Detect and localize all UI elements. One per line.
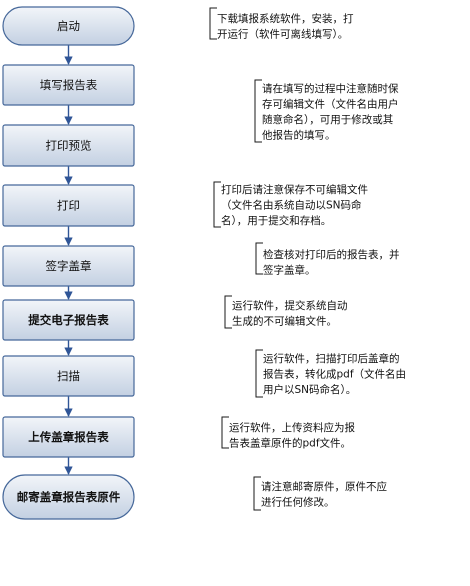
note-bracket	[213, 181, 221, 228]
note-bracket	[253, 476, 261, 511]
step-upload-box	[2, 416, 135, 458]
step-sign-box	[2, 245, 135, 287]
note-line: 名），用于提交和存档。	[221, 214, 331, 227]
note-bracket	[224, 295, 232, 329]
step-scan-label: 扫描	[57, 369, 80, 383]
step-submit-label: 提交电子报告表	[28, 313, 109, 327]
step-upload: 上传盖章报告表	[2, 416, 135, 458]
flow-steps: 启动填写报告表打印预览打印签字盖章提交电子报告表扫描上传盖章报告表邮寄盖章报告表…	[2, 6, 135, 520]
step-mail-label: 邮寄盖章报告表原件	[17, 490, 121, 504]
step-print-box	[2, 184, 135, 227]
step-fill-box	[2, 64, 135, 106]
note-bracket	[255, 242, 263, 275]
step-start-label: 启动	[57, 19, 80, 33]
step-scan: 扫描	[2, 355, 135, 397]
note-line: 他报告的填写。	[262, 129, 336, 142]
note-line: 运行软件，上传资料应为报	[229, 421, 355, 434]
note-line: 签字盖章。	[263, 264, 316, 277]
note-line: 请注意邮寄原件，原件不应	[261, 480, 387, 493]
step-scan-box	[2, 355, 135, 397]
note-line: 告表盖章原件的pdf文件。	[229, 437, 351, 450]
note-bracket	[221, 416, 229, 449]
note-bracket	[254, 79, 262, 143]
step-preview-box	[2, 124, 135, 167]
step-sign-label: 签字盖章	[46, 259, 92, 273]
note-line: 生成的不可编辑文件。	[232, 315, 337, 328]
step-start-box	[2, 6, 135, 46]
note-line: 检查核对打印后的报告表，并	[263, 248, 400, 261]
step-print-label: 打印	[57, 199, 80, 213]
note-line: （文件名由系统自动以SN码命	[221, 199, 362, 212]
step-sign: 签字盖章	[2, 245, 135, 287]
note-line: 开运行（软件可离线填写）。	[217, 28, 348, 41]
step-submit-box	[2, 299, 135, 341]
step-start: 启动	[2, 6, 135, 46]
note-line: 用户以SN码命名）。	[263, 383, 356, 396]
step-print: 打印	[2, 184, 135, 227]
step-mail-box	[2, 474, 135, 520]
note-line: 请在填写的过程中注意随时保	[262, 82, 399, 95]
note-line: 运行软件，扫描打印后盖章的	[263, 352, 400, 365]
step-preview: 打印预览	[2, 124, 135, 167]
note-line: 随意命名），可用于修改或其	[262, 113, 393, 126]
step-fill-label: 填写报告表	[40, 78, 98, 92]
note-fill-preview: 请在填写的过程中注意随时保存可编辑文件（文件名由用户随意命名），可用于修改或其他…	[254, 79, 399, 143]
note-line: 下载填报系统软件，安装，打	[217, 12, 354, 25]
step-mail: 邮寄盖章报告表原件	[2, 474, 135, 520]
note-line: 存可编辑文件（文件名由用户	[262, 98, 399, 111]
step-upload-label: 上传盖章报告表	[28, 430, 109, 444]
note-bracket	[255, 349, 263, 398]
step-preview-label: 打印预览	[46, 139, 92, 153]
note-bracket	[209, 7, 217, 40]
note-line: 报告表，转化成pdf（文件名由	[263, 368, 406, 381]
step-submit: 提交电子报告表	[2, 299, 135, 341]
note-line: 进行任何修改。	[261, 496, 335, 509]
flow-notes: 下载填报系统软件，安装，打开运行（软件可离线填写）。请在填写的过程中注意随时保存…	[209, 7, 406, 511]
note-line: 运行软件，提交系统自动	[232, 299, 348, 312]
note-line: 打印后请注意保存不可编辑文件	[221, 183, 368, 196]
step-fill: 填写报告表	[2, 64, 135, 106]
